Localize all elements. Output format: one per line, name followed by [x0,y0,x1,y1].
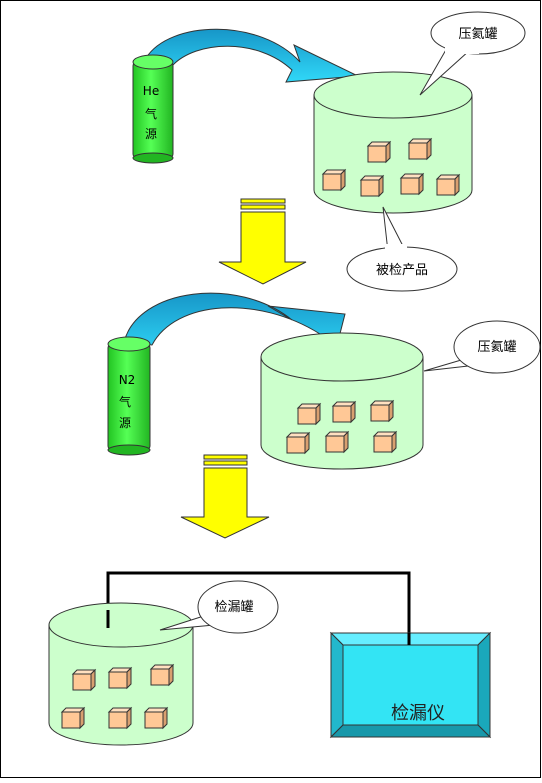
svg-text:压氦罐: 压氦罐 [477,340,516,355]
n2-gas-cylinder: N2 气 源 [107,336,151,456]
svg-text:检漏罐: 检漏罐 [214,599,253,615]
svg-text:压氦罐: 压氦罐 [458,27,497,42]
svg-text:被检产品: 被检产品 [376,263,428,278]
gas-label-line-1: N2 [119,373,136,387]
gas-label-line-3: 源 [145,127,157,141]
stage-3: 检漏罐 检漏仪 [48,571,492,746]
callout-pressure-tank-2: 压氦罐 [423,320,541,374]
down-arrow-1 [218,198,307,285]
down-arrow-2 [180,454,270,539]
stage-2: N2 气 源 压氦罐 [107,292,541,470]
gas-label-line-2: 气 [145,106,157,121]
flow-arrow-n2 [123,292,346,359]
callout-pressure-tank-1: 压氦罐 [419,11,526,96]
leak-test-tank [48,602,194,746]
detector-label: 检漏仪 [391,703,445,724]
gas-label-line-2: 气 [119,394,131,409]
gas-label-line-1: He [143,84,159,98]
gas-label-line-3: 源 [119,416,131,430]
flow-arrow-he [145,28,360,83]
stage-1: He 气 源 压氦罐 被检产品 [132,11,526,292]
callout-leak-test-tank: 检漏罐 [159,580,279,634]
connection-pipe [106,571,411,633]
callout-tested-products: 被检产品 [346,206,458,292]
he-gas-cylinder: He 气 源 [132,54,174,164]
pressure-tank-2 [260,332,424,470]
pressure-tank-1 [313,71,473,214]
leak-detector: 检漏仪 [329,631,492,739]
